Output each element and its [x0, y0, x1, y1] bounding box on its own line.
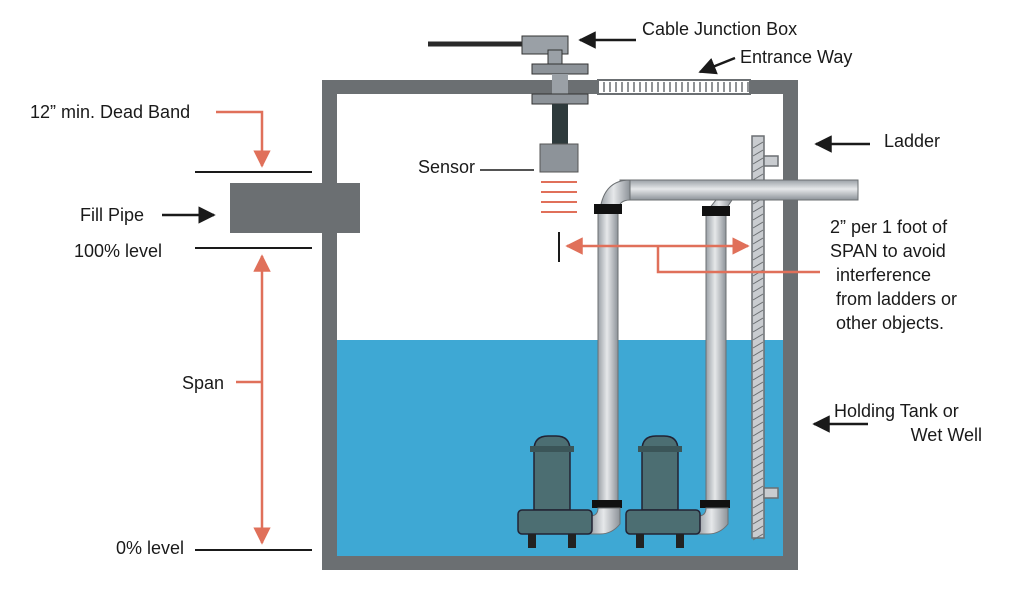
fill-pipe-label: Fill Pipe	[80, 205, 145, 225]
ladder-hatch-line	[752, 357, 764, 365]
ladder-hatch-line	[752, 349, 764, 357]
cable-junction-box	[428, 35, 589, 105]
ladder-hatch-line	[752, 421, 764, 429]
ladder-hatch-line	[752, 317, 764, 325]
ladder-hatch-line	[752, 373, 764, 381]
ladder-hatch-line	[752, 293, 764, 301]
ladder-hatch-line	[752, 509, 764, 517]
pump-1	[517, 435, 593, 548]
ladder-hatch-line	[752, 461, 764, 469]
clearance-note-line: other objects.	[836, 313, 945, 333]
pump-2	[625, 435, 701, 548]
ladder-hatch-line	[752, 517, 764, 525]
ladder-hatch-line	[752, 413, 764, 421]
ladder-hatch-line	[752, 277, 764, 285]
dead-band-arrow	[216, 110, 271, 168]
ladder-hatch-line	[752, 365, 764, 373]
dead-band-label: 12” min. Dead Band	[30, 102, 191, 122]
ladder-hatch-line	[752, 157, 764, 165]
holding-tank-label-line: Holding Tank or	[834, 401, 959, 421]
ladder-hatch-line	[752, 501, 764, 509]
ladder-hatch-line	[752, 221, 764, 229]
ladder-hatch-line	[752, 493, 764, 501]
ladder-hatch-line	[752, 325, 764, 333]
holding-tank-label: Holding Tank or Wet Well	[834, 400, 994, 446]
ladder-hatch-line	[752, 237, 764, 245]
ladder-hatch-line	[752, 389, 764, 397]
ladder-hatch-line	[752, 229, 764, 237]
ladder-hatch-line	[752, 477, 764, 485]
discharge-piping	[589, 179, 859, 535]
ladder-hatch-line	[752, 205, 764, 213]
ladder-hatch-line	[752, 341, 764, 349]
level-100-label: 100% level	[74, 241, 163, 261]
ladder-hatch-line	[752, 397, 764, 405]
ladder-hatch-line	[752, 445, 764, 453]
ladder-hatch-line	[752, 301, 764, 309]
entrance-way-arrow	[698, 56, 736, 75]
ladder-hatch-line	[752, 245, 764, 253]
ladder-hatch-line	[752, 333, 764, 341]
ladder-hatch-line	[752, 261, 764, 269]
ladder-hatch-line	[752, 405, 764, 413]
ladder-hatch-line	[752, 141, 764, 149]
ladder-hatch-line	[752, 525, 764, 533]
ladder-label: Ladder	[884, 131, 941, 151]
ladder-hatch-line	[752, 429, 764, 437]
span-label: Span	[182, 373, 225, 393]
clearance-note: 2” per 1 foot of SPAN to avoid interfere…	[830, 216, 957, 334]
ladder-hatch-line	[752, 165, 764, 173]
cable-junction-box-label: Cable Junction Box	[642, 19, 798, 39]
clearance-note-line: interference	[836, 265, 932, 285]
sensor-label: Sensor	[418, 157, 476, 177]
entrance-way-label: Entrance Way	[740, 47, 853, 67]
ladder-hatch-line	[752, 437, 764, 445]
ladder-hatch-line	[752, 213, 764, 221]
level-0-label: 0% level	[116, 538, 185, 558]
holding-tank-label-line: Wet Well	[910, 425, 982, 445]
ladder-hatch-line	[752, 381, 764, 389]
clearance-note-line: from ladders or	[836, 289, 958, 309]
ladder-hatch-line	[752, 149, 764, 157]
ladder-hatch-line	[752, 309, 764, 317]
clearance-note-line: 2” per 1 foot of	[830, 217, 948, 237]
ladder-hatch-line	[752, 285, 764, 293]
ladder-hatch-line	[752, 485, 764, 493]
ladder-hatch-line	[752, 453, 764, 461]
entrance-way	[597, 79, 751, 95]
sensor	[539, 104, 579, 213]
ladder-hatch-line	[752, 533, 764, 541]
ladder-hatch-line	[752, 469, 764, 477]
clearance-note-line: SPAN to avoid	[830, 241, 946, 261]
ladder-hatch-line	[752, 173, 764, 181]
ladder	[751, 135, 779, 541]
ladder-hatch-line	[752, 253, 764, 261]
fill-pipe	[230, 183, 360, 233]
clearance-leader	[656, 246, 820, 274]
